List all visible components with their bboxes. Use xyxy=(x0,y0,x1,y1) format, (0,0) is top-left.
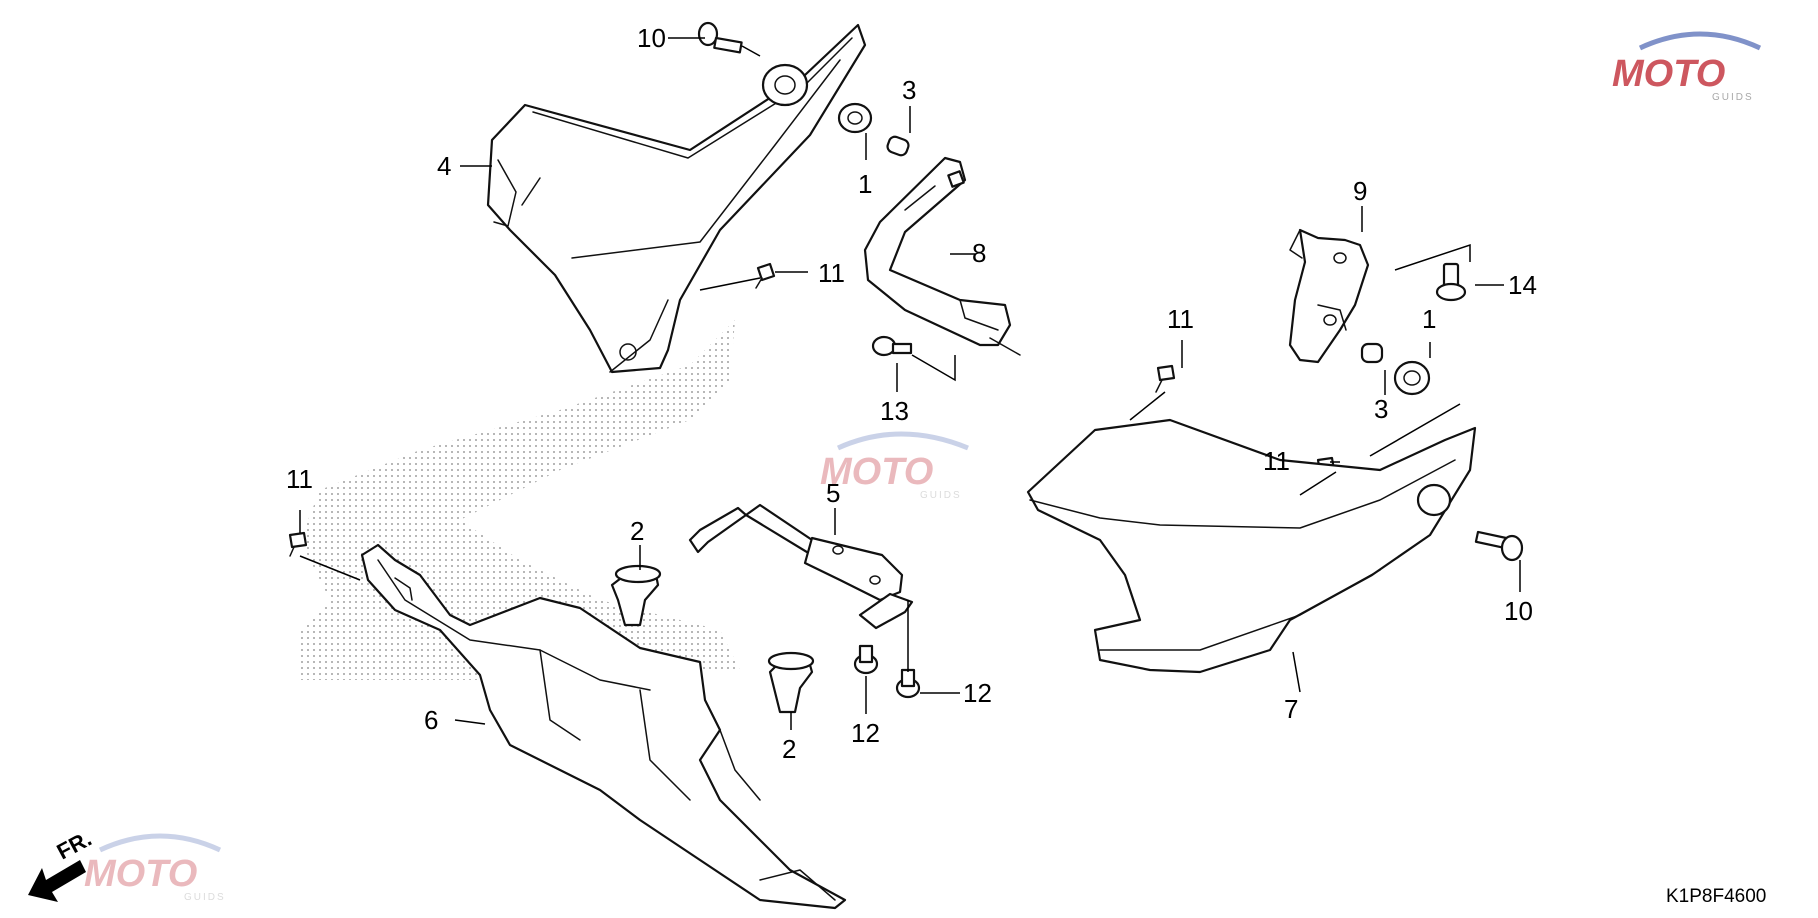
watermark-swoosh-icon xyxy=(1638,31,1762,51)
part-11-screw-b xyxy=(1155,364,1176,393)
part-4-upper-cover xyxy=(486,23,867,374)
callout-12-bottom: 12 xyxy=(851,718,880,748)
part-12-bolt-left xyxy=(853,644,879,675)
part-11-screw-d xyxy=(288,531,308,557)
callouts: 10 3 4 1 8 11 9 14 11 1 3 13 11 5 11 2 1… xyxy=(286,23,1537,764)
callout-11-mid: 11 xyxy=(1167,304,1194,334)
watermark-swoosh-icon xyxy=(98,833,222,853)
watermark-brand: MOTO xyxy=(84,853,197,895)
part-6-lower-cover xyxy=(360,543,847,910)
part-8-stay-bracket xyxy=(863,156,1021,356)
callout-3-right: 3 xyxy=(1374,394,1388,424)
part-2-clip-bottom xyxy=(767,651,815,714)
watermark-sub: GUIDS xyxy=(1712,92,1754,103)
watermark-center: MOTO GUIDS xyxy=(820,431,969,501)
leader-lines xyxy=(299,37,1521,730)
callout-9: 9 xyxy=(1353,176,1367,206)
callout-3-top: 3 xyxy=(902,75,916,105)
part-7-side-cover xyxy=(1026,418,1477,674)
part-10-bolt-top xyxy=(697,21,743,54)
callout-1-top: 1 xyxy=(858,169,872,199)
part-1-grommet-right xyxy=(1393,360,1431,396)
part-1-grommet-top xyxy=(837,102,873,134)
part-3-collar-top xyxy=(886,135,910,157)
watermark-swoosh-icon xyxy=(836,431,969,451)
part-5-stay-rod xyxy=(688,503,914,630)
callout-1-right: 1 xyxy=(1422,304,1436,334)
callout-11-right: 11 xyxy=(1263,446,1290,476)
part-12-bolt-right xyxy=(895,668,921,699)
callout-11-upper: 11 xyxy=(818,258,845,288)
callout-12-right: 12 xyxy=(963,678,992,708)
part-13-bolt xyxy=(871,335,913,357)
watermark-brand: MOTO xyxy=(820,451,933,493)
part-2-clip-top xyxy=(610,564,662,627)
part-9-bracket xyxy=(1288,228,1370,364)
callout-5: 5 xyxy=(826,478,840,508)
callout-14: 14 xyxy=(1508,270,1537,300)
part-14-bolt xyxy=(1435,262,1467,302)
callout-6: 6 xyxy=(424,705,438,735)
watermark-brand: MOTO xyxy=(1612,53,1725,95)
diagram-code: K1P8F4600 xyxy=(1666,886,1766,907)
part-10-bolt-right xyxy=(1474,530,1524,562)
callout-11-left: 11 xyxy=(286,464,313,494)
part-3-collar-right xyxy=(1360,342,1384,364)
callout-13: 13 xyxy=(880,396,909,426)
callout-10-right: 10 xyxy=(1504,596,1533,626)
callout-2-bottom: 2 xyxy=(782,734,796,764)
callout-4: 4 xyxy=(437,151,451,181)
watermark-sub: GUIDS xyxy=(920,490,962,501)
callout-10-top: 10 xyxy=(637,23,666,53)
watermark-bottom-left: MOTO GUIDS xyxy=(84,833,226,903)
callout-7: 7 xyxy=(1284,694,1298,724)
callout-8: 8 xyxy=(972,238,986,268)
front-arrow-icon xyxy=(28,860,86,902)
callout-2-top: 2 xyxy=(630,516,644,546)
watermark-sub: GUIDS xyxy=(184,892,226,903)
part-11-screw-a xyxy=(755,262,776,289)
watermark-top-right: MOTO GUIDS xyxy=(1612,31,1762,103)
